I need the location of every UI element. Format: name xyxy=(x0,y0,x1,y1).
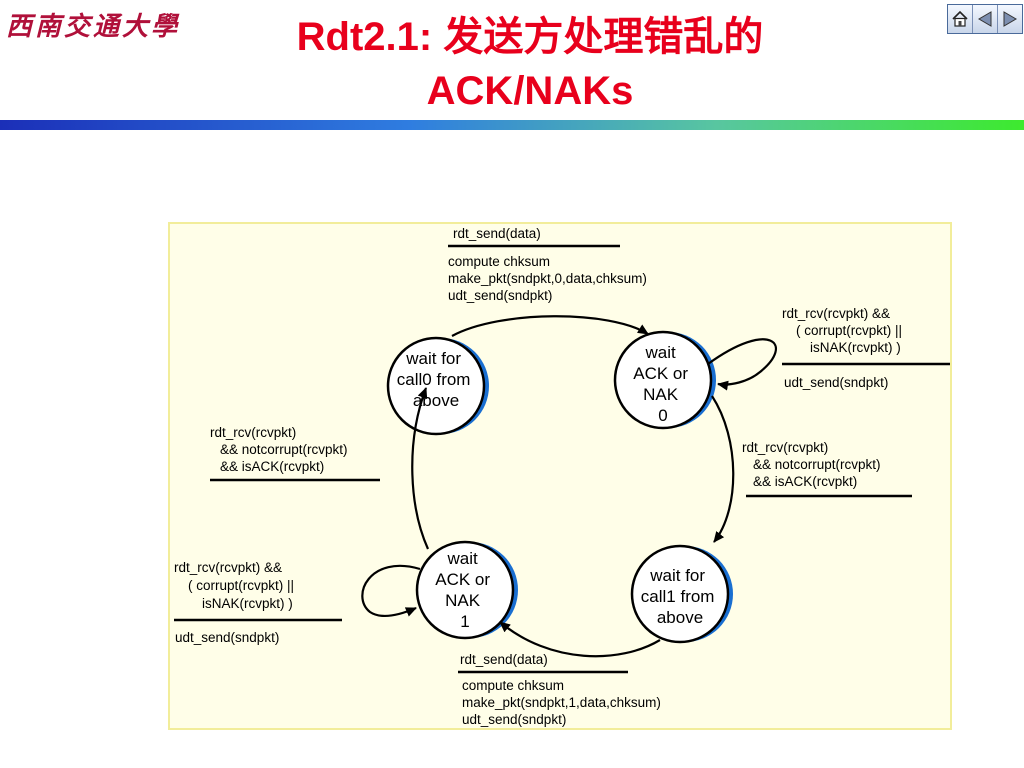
arrow-resend0-loop xyxy=(707,338,778,391)
action-label: compute chksum make_pkt(sndpkt,0,data,ch… xyxy=(448,254,651,303)
university-logo: 西南交通大學 xyxy=(6,12,181,42)
transition-send0: rdt_send(data) compute chksum make_pkt(s… xyxy=(448,226,651,303)
action-label: udt_send(sndpkt) xyxy=(784,375,888,390)
title-line-1: Rdt2.1: 发送方处理错乱的 xyxy=(296,15,764,59)
slide-navigation xyxy=(947,4,1023,34)
state-circle xyxy=(415,540,515,640)
transition-send1: rdt_send(data) compute chksum make_pkt(s… xyxy=(458,652,665,727)
state-label: wait ACK or NAK 1 xyxy=(435,549,495,631)
arrow-resend1-loop xyxy=(361,564,421,617)
transition-resend0: rdt_rcv(rcvpkt) && ( corrupt(rcvpkt) || … xyxy=(782,306,950,390)
state-wait-ack1: wait ACK or NAK 1 xyxy=(415,540,518,640)
state-circle xyxy=(613,330,713,430)
state-wait-call1: wait for call1 from above xyxy=(630,544,733,644)
state-wait-call0: wait for call0 from above xyxy=(386,336,489,436)
fsm-diagram-panel: wait for call0 from above wait ACK or NA… xyxy=(168,222,952,730)
title-line-2: ACK/NAKs xyxy=(426,69,634,113)
arrow-ack0 xyxy=(711,395,735,543)
transition-ack1: rdt_rcv(rcvpkt) && notcorrupt(rcvpkt) &&… xyxy=(210,425,380,482)
next-slide-button[interactable] xyxy=(998,5,1022,33)
home-icon xyxy=(952,10,968,27)
left-triangle-icon xyxy=(978,11,992,27)
arrow-send0 xyxy=(451,315,649,337)
event-label: rdt_rcv(rcvpkt) && notcorrupt(rcvpkt) &&… xyxy=(210,425,351,474)
slide-title: Rdt2.1: 发送方处理错乱的 ACK/NAKs xyxy=(200,10,860,118)
event-label: rdt_send(data) xyxy=(453,226,541,241)
arrow-send1 xyxy=(499,621,661,658)
event-label: rdt_send(data) xyxy=(460,652,548,667)
right-triangle-icon xyxy=(1003,11,1017,27)
fsm-diagram: wait for call0 from above wait ACK or NA… xyxy=(174,226,950,727)
state-label: wait for call1 from above xyxy=(641,566,719,627)
transition-ack0: rdt_rcv(rcvpkt) && notcorrupt(rcvpkt) &&… xyxy=(742,440,912,498)
event-label: rdt_rcv(rcvpkt) && ( corrupt(rcvpkt) || … xyxy=(174,560,298,611)
event-label: rdt_rcv(rcvpkt) && notcorrupt(rcvpkt) &&… xyxy=(742,440,884,489)
state-circle xyxy=(386,336,486,436)
action-label: udt_send(sndpkt) xyxy=(175,630,279,645)
state-label: wait ACK or NAK 0 xyxy=(633,343,693,425)
home-button[interactable] xyxy=(948,5,973,33)
header-gradient-bar xyxy=(0,120,1024,130)
transition-resend1: rdt_rcv(rcvpkt) && ( corrupt(rcvpkt) || … xyxy=(174,560,342,645)
state-circle xyxy=(630,544,730,644)
action-label: compute chksum make_pkt(sndpkt,1,data,ch… xyxy=(462,678,665,727)
previous-slide-button[interactable] xyxy=(973,5,998,33)
event-label: rdt_rcv(rcvpkt) && ( corrupt(rcvpkt) || … xyxy=(782,306,906,355)
state-wait-ack0: wait ACK or NAK 0 xyxy=(613,330,716,430)
arrow-ack1 xyxy=(411,387,430,550)
